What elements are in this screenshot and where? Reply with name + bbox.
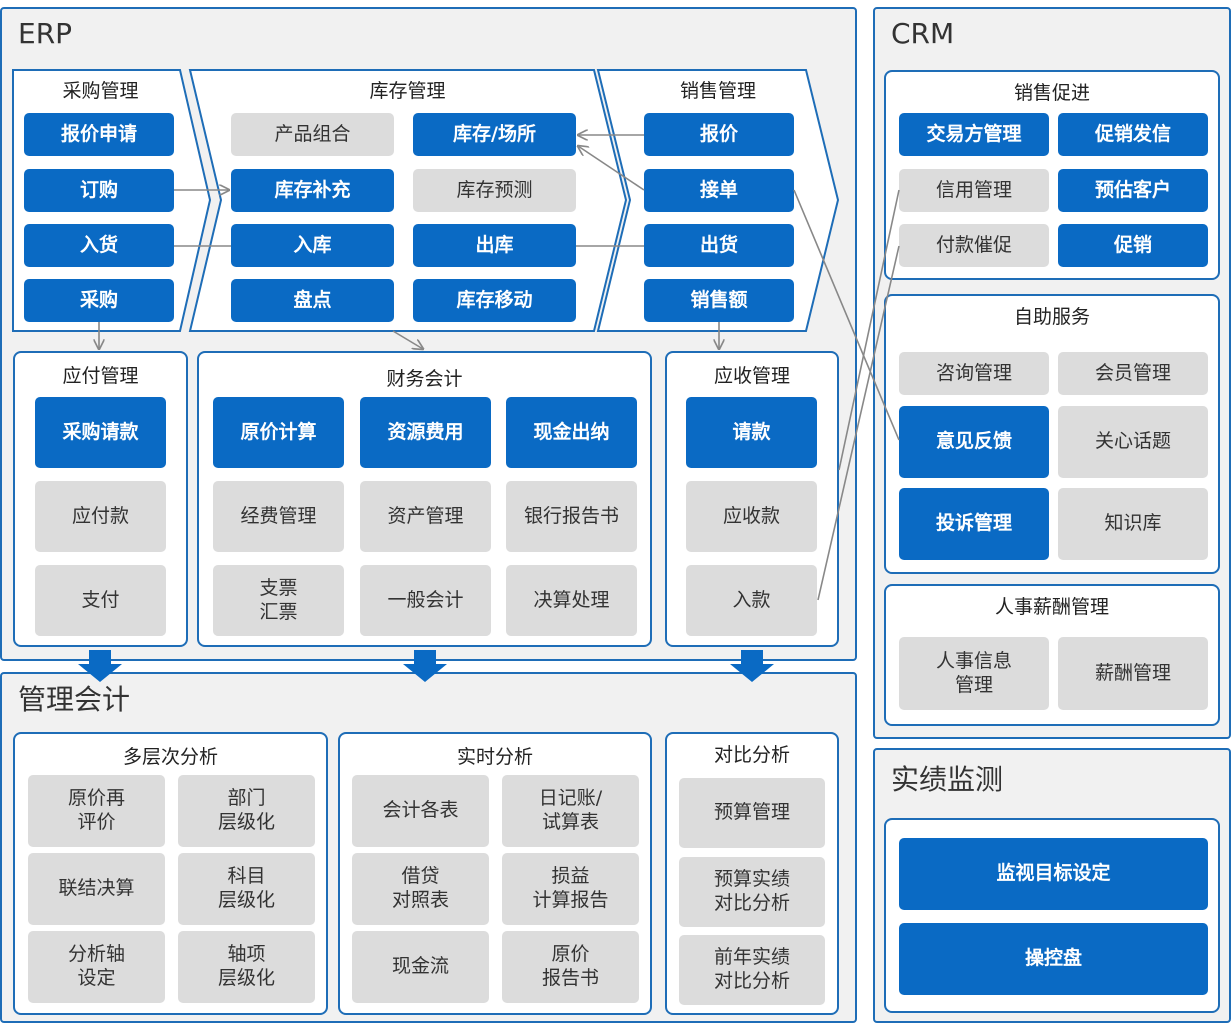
stock-replenish-button[interactable]: 库存补充 [231,169,394,212]
journal-trial-balance-button[interactable]: 日记账/ 试算表 [502,775,639,847]
payment-reminder-button[interactable]: 付款催促 [899,224,1049,267]
cash-flow-button[interactable]: 现金流 [352,931,489,1003]
cost-calc-button[interactable]: 原价计算 [213,397,344,468]
cash-teller-button[interactable]: 现金出纳 [506,397,637,468]
product-mix-button[interactable]: 产品组合 [231,113,394,156]
realtime-title: 实时分析 [456,746,533,768]
promotion-button[interactable]: 促销 [1058,224,1208,267]
receivable-title: 应收管理 [713,365,790,387]
inquiry-mgmt-button[interactable]: 咨询管理 [899,352,1049,395]
stock-forecast-button[interactable]: 库存预测 [413,169,576,212]
closing-button[interactable]: 决算处理 [506,565,637,636]
erp-title: ERP [18,17,73,50]
asset-mgmt-button[interactable]: 资产管理 [360,481,491,552]
credit-mgmt-button[interactable]: 信用管理 [899,169,1049,212]
accounting-statements-button[interactable]: 会计各表 [352,775,489,847]
performance-monitoring-title: 实绩监测 [891,763,1004,796]
receipt-button[interactable]: 入款 [686,565,817,636]
income-statement-button[interactable]: 损益 计算报告 [502,853,639,925]
warehouse-in-button[interactable]: 入库 [231,224,394,267]
resource-cost-button[interactable]: 资源费用 [360,397,491,468]
payroll-button[interactable]: 薪酬管理 [1058,637,1208,710]
accounts-payable-button[interactable]: 应付款 [35,481,166,552]
crm-title: CRM [891,17,955,50]
hr-title: 人事薪酬管理 [994,596,1109,618]
finance-title: 财务会计 [386,368,463,390]
compare-title: 对比分析 [713,744,790,766]
promotion-title: 销售促进 [1013,82,1090,104]
check-bill-button[interactable]: 支票 汇票 [213,565,344,636]
expense-mgmt-button[interactable]: 经费管理 [213,481,344,552]
monitoring-target-button[interactable]: 监视目标设定 [899,838,1208,910]
cost-revaluation-button[interactable]: 原价再 评价 [28,775,165,847]
multi-level-title: 多层次分析 [122,746,218,768]
accounts-receivable-button[interactable]: 应收款 [686,481,817,552]
shipment-button[interactable]: 出货 [644,224,794,267]
inventory-title: 库存管理 [369,80,446,102]
promotion-mail-button[interactable]: 促销发信 [1058,113,1208,156]
prior-year-compare-button[interactable]: 前年实绩 对比分析 [679,935,825,1005]
axis-item-hierarchy-button[interactable]: 轴项 层级化 [178,931,315,1003]
quote-request-button[interactable]: 报价申请 [24,113,174,156]
payable-title: 应付管理 [62,365,139,387]
feedback-button[interactable]: 意见反馈 [899,406,1049,478]
take-order-button[interactable]: 接单 [644,169,794,212]
bank-report-button[interactable]: 银行报告书 [506,481,637,552]
sales-amount-button[interactable]: 销售额 [644,279,794,322]
dashboard-button[interactable]: 操控盘 [899,923,1208,995]
general-ledger-button[interactable]: 一般会计 [360,565,491,636]
warehouse-out-button[interactable]: 出库 [413,224,576,267]
budget-actual-compare-button[interactable]: 预算实绩 对比分析 [679,857,825,927]
trading-partner-button[interactable]: 交易方管理 [899,113,1049,156]
procurement-button[interactable]: 采购 [24,279,174,322]
stock-move-button[interactable]: 库存移动 [413,279,576,322]
knowledge-base-button[interactable]: 知识库 [1058,488,1208,560]
goods-receipt-button[interactable]: 入货 [24,224,174,267]
member-mgmt-button[interactable]: 会员管理 [1058,352,1208,395]
stock-count-button[interactable]: 盘点 [231,279,394,322]
budget-mgmt-button[interactable]: 预算管理 [679,778,825,848]
hr-info-button[interactable]: 人事信息 管理 [899,637,1049,710]
balance-sheet-button[interactable]: 借贷 对照表 [352,853,489,925]
sales-title: 销售管理 [679,80,756,102]
prospect-button[interactable]: 预估客户 [1058,169,1208,212]
payment-button[interactable]: 支付 [35,565,166,636]
purchase-invoice-button[interactable]: 采购请款 [35,397,166,468]
order-button[interactable]: 订购 [24,169,174,212]
cost-report-button[interactable]: 原价 报告书 [502,931,639,1003]
sales-quote-button[interactable]: 报价 [644,113,794,156]
topics-button[interactable]: 关心话题 [1058,406,1208,478]
analysis-axis-button[interactable]: 分析轴 设定 [28,931,165,1003]
complaint-mgmt-button[interactable]: 投诉管理 [899,488,1049,560]
account-hierarchy-button[interactable]: 科目 层级化 [178,853,315,925]
stock-location-button[interactable]: 库存/场所 [413,113,576,156]
consolidation-button[interactable]: 联结决算 [28,853,165,925]
billing-button[interactable]: 请款 [686,397,817,468]
purchase-title: 采购管理 [62,80,139,102]
self-service-title: 自助服务 [1013,306,1090,328]
department-hierarchy-button[interactable]: 部门 层级化 [178,775,315,847]
management-accounting-title: 管理会计 [18,683,131,716]
